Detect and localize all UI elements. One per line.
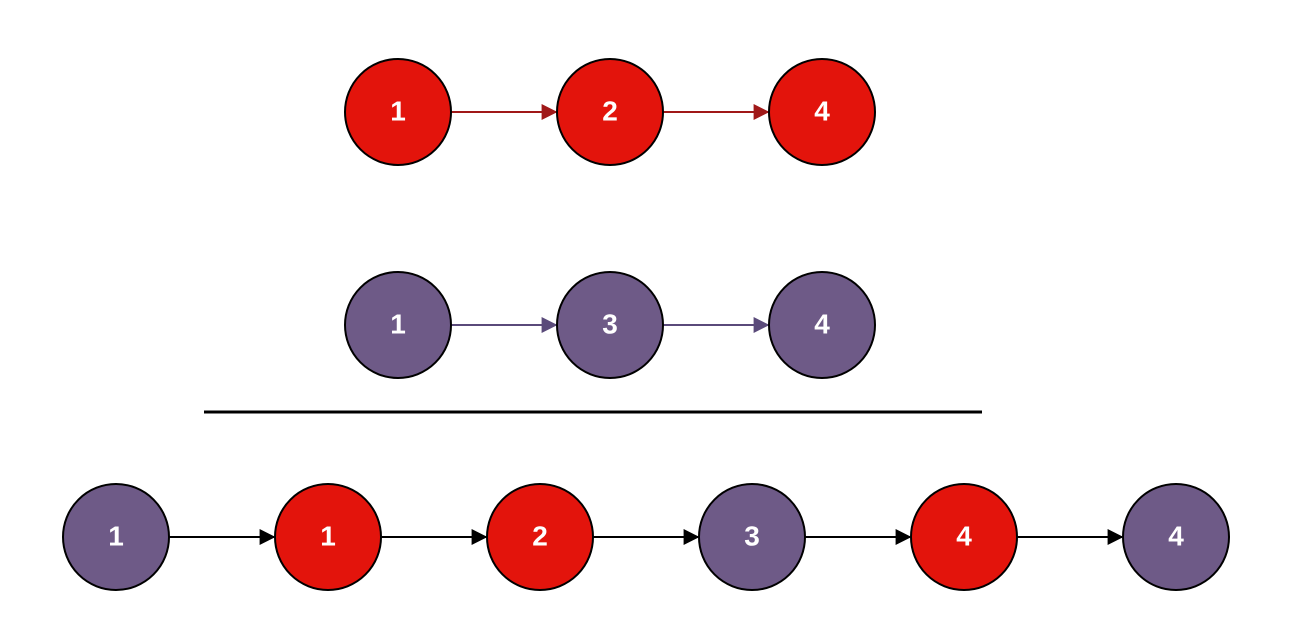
list-a-node-circle	[556, 58, 664, 166]
list-a-node-circle	[344, 58, 452, 166]
merged-node-5: 4	[910, 483, 1018, 591]
list-a-node-3: 4	[768, 58, 876, 166]
list-a-node-label: 1	[390, 95, 406, 126]
merged-node-label: 3	[744, 520, 760, 551]
merged-list: 1 1 2 3 4 4	[62, 483, 1230, 591]
merged-node-circle	[274, 483, 382, 591]
merged-node-circle	[486, 483, 594, 591]
merged-node-2: 1	[274, 483, 382, 591]
merged-node-label: 1	[108, 520, 124, 551]
list-a-node-circle	[768, 58, 876, 166]
list-a-node-1: 1	[344, 58, 452, 166]
list-b-node-label: 1	[390, 308, 406, 339]
list-b-node-label: 3	[602, 308, 618, 339]
merged-node-label: 4	[1168, 520, 1184, 551]
list-a: 1 2 4	[344, 58, 876, 166]
list-b-node-circle	[768, 271, 876, 379]
list-a-node-label: 4	[814, 95, 830, 126]
list-b-node-1: 1	[344, 271, 452, 379]
list-b-node-circle	[556, 271, 664, 379]
list-a-node-2: 2	[556, 58, 664, 166]
merged-node-circle	[62, 483, 170, 591]
list-b-node-circle	[344, 271, 452, 379]
merged-node-1: 1	[62, 483, 170, 591]
merged-node-circle	[1122, 483, 1230, 591]
merged-node-circle	[698, 483, 806, 591]
list-b-node-label: 4	[814, 308, 830, 339]
merged-node-3: 2	[486, 483, 594, 591]
list-b: 1 3 4	[344, 271, 876, 379]
merged-node-6: 4	[1122, 483, 1230, 591]
list-a-node-label: 2	[602, 95, 618, 126]
merged-node-label: 4	[956, 520, 972, 551]
merged-node-4: 3	[698, 483, 806, 591]
list-b-node-2: 3	[556, 271, 664, 379]
merged-node-label: 1	[320, 520, 336, 551]
merged-node-circle	[910, 483, 1018, 591]
list-b-node-3: 4	[768, 271, 876, 379]
merged-node-label: 2	[532, 520, 548, 551]
